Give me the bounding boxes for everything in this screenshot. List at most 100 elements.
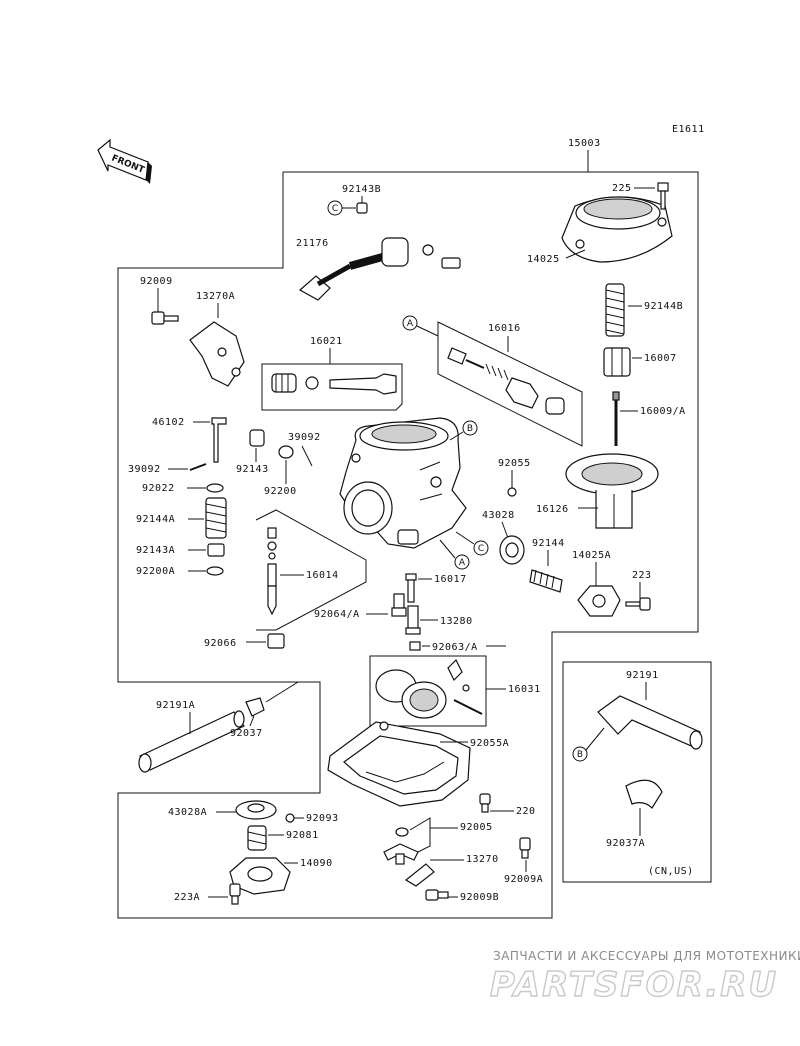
callout-a-mid: A bbox=[454, 554, 470, 570]
main-jet-92063a bbox=[409, 641, 421, 651]
svg-text:C: C bbox=[478, 544, 484, 554]
label-92066: 92066 bbox=[204, 638, 237, 649]
diaphragm-43028 bbox=[499, 535, 525, 565]
label-92037: 92037 bbox=[230, 728, 263, 739]
front-arrow-icon: FRONT bbox=[97, 138, 152, 184]
label-14090: 14090 bbox=[300, 858, 333, 869]
group-16016-box bbox=[437, 321, 583, 447]
label-92055a: 92055A bbox=[470, 738, 509, 749]
cn-us-group-box bbox=[562, 661, 712, 883]
label-16031: 16031 bbox=[508, 684, 541, 695]
label-92143a: 92143A bbox=[136, 545, 175, 556]
label-16014: 16014 bbox=[306, 570, 339, 581]
jet-16017 bbox=[405, 573, 417, 603]
bracket-13270a bbox=[189, 321, 245, 387]
diagram-code: E1611 bbox=[672, 124, 705, 135]
label-21176: 21176 bbox=[296, 238, 329, 249]
cap-92143 bbox=[249, 429, 265, 447]
watermark-tagline: ЗАПЧАСТИ И АКСЕССУАРЫ ДЛЯ МОТОТЕХНИКИ bbox=[493, 949, 800, 963]
cover-14025a bbox=[577, 585, 621, 617]
washer-92022 bbox=[206, 483, 224, 493]
label-92093: 92093 bbox=[306, 813, 339, 824]
jet-needle-16009 bbox=[612, 391, 620, 446]
tube-92191a bbox=[138, 710, 245, 773]
screw-225 bbox=[657, 182, 669, 210]
starter-plunger-16016 bbox=[447, 347, 565, 415]
label-92063a: 92063/A bbox=[432, 642, 478, 653]
label-92081: 92081 bbox=[286, 830, 319, 841]
label-43028a: 43028A bbox=[168, 807, 207, 818]
label-92143b: 92143B bbox=[342, 184, 381, 195]
jet-92064a bbox=[391, 593, 407, 617]
main-group-outline bbox=[117, 171, 699, 919]
group-16021-box bbox=[261, 363, 403, 411]
oring-92055 bbox=[507, 487, 517, 497]
label-92009a: 92009A bbox=[504, 874, 543, 885]
label-13270a: 13270A bbox=[196, 291, 235, 302]
label-13270: 13270 bbox=[466, 854, 499, 865]
label-46102: 46102 bbox=[152, 417, 185, 428]
label-92037a: 92037A bbox=[606, 838, 645, 849]
label-92191: 92191 bbox=[626, 670, 659, 681]
top-cover-part bbox=[561, 196, 673, 263]
float-bowl bbox=[327, 721, 471, 807]
group-16014-outline bbox=[255, 509, 367, 631]
needle-holder-16007 bbox=[603, 347, 631, 377]
jet-13280 bbox=[405, 605, 421, 635]
cap-92143b bbox=[356, 202, 368, 214]
callout-b-top: B bbox=[462, 420, 478, 436]
label-92143: 92143 bbox=[236, 464, 269, 475]
pin-39092-left bbox=[189, 463, 207, 471]
needle-jet-16014 bbox=[267, 527, 277, 616]
label-92200a: 92200A bbox=[136, 566, 175, 577]
screw-92009a bbox=[519, 837, 531, 859]
label-92191a: 92191A bbox=[156, 700, 195, 711]
label-92005: 92005 bbox=[460, 822, 493, 833]
cap-92143a bbox=[207, 543, 225, 557]
svg-text:A: A bbox=[407, 319, 414, 329]
screw-92009 bbox=[151, 311, 179, 325]
label-16016: 16016 bbox=[488, 323, 521, 334]
tube-92191 bbox=[597, 695, 703, 750]
screw-223 bbox=[625, 597, 651, 611]
label-14025: 14025 bbox=[527, 254, 560, 265]
label-92144a: 92144A bbox=[136, 514, 175, 525]
label-225: 225 bbox=[612, 183, 632, 194]
label-92022: 92022 bbox=[142, 483, 175, 494]
label-92200: 92200 bbox=[264, 486, 297, 497]
spring-92144a bbox=[205, 497, 227, 539]
label-16126: 16126 bbox=[536, 504, 569, 515]
callout-a-top: A bbox=[402, 315, 418, 331]
region-label: (CN,US) bbox=[648, 866, 694, 877]
label-16021: 16021 bbox=[310, 336, 343, 347]
screw-92009b bbox=[425, 889, 449, 901]
label-16009a: 16009/A bbox=[640, 406, 686, 417]
label-223a: 223A bbox=[174, 892, 200, 903]
label-92144: 92144 bbox=[532, 538, 565, 549]
label-39092-right: 39092 bbox=[288, 432, 321, 443]
label-223: 223 bbox=[632, 570, 652, 581]
label-92144b: 92144B bbox=[644, 301, 683, 312]
float-16031 bbox=[375, 658, 483, 719]
label-16017: 16017 bbox=[434, 574, 467, 585]
spring-92081 bbox=[247, 825, 267, 851]
screw-220 bbox=[479, 793, 491, 813]
diaphragm-43028a bbox=[235, 800, 277, 820]
label-14025a: 14025A bbox=[572, 550, 611, 561]
watermark-logo: PARTSFOR.RU bbox=[490, 965, 778, 1005]
fitting-92005 bbox=[383, 827, 419, 865]
rod-46102 bbox=[211, 417, 227, 463]
clip-92037 bbox=[245, 697, 265, 717]
carburetor-body-15003 bbox=[339, 417, 467, 549]
callout-b-cnus: B bbox=[572, 746, 588, 762]
svg-text:C: C bbox=[332, 204, 338, 214]
label-15003: 15003 bbox=[568, 138, 601, 149]
label-220: 220 bbox=[516, 806, 536, 817]
choke-plunger-21176 bbox=[298, 237, 461, 301]
pin-39092-right bbox=[301, 445, 313, 467]
screw-223a bbox=[229, 883, 241, 905]
spring-92144b bbox=[605, 283, 625, 337]
washer-92200 bbox=[278, 445, 294, 459]
spring-92144 bbox=[529, 569, 563, 593]
